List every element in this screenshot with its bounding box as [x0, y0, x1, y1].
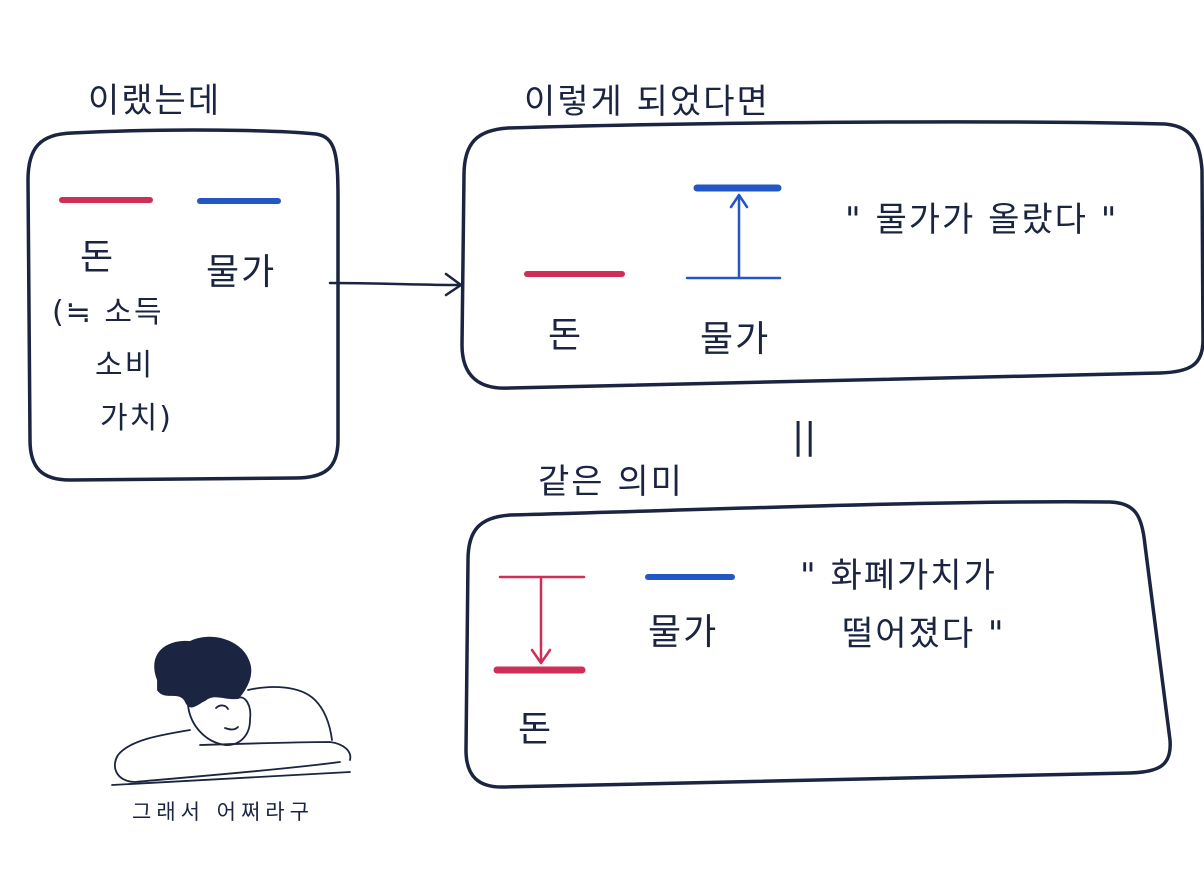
sad-person-icon [111, 636, 352, 786]
panel-after-title: 이렇게 되었다면 [524, 82, 770, 122]
money-label-before: 돈 [80, 237, 116, 278]
quote-same-line2: 떨어졌다 " [842, 614, 1006, 654]
quote-after: " 물가가 올랐다 " [845, 200, 1119, 240]
panel-after-box [460, 120, 1204, 390]
transition-arrow [328, 272, 463, 297]
panel-before-title: 이랬는데 [88, 81, 222, 121]
equals-mark: || [792, 416, 817, 457]
price-label-after: 물가 [700, 319, 771, 360]
character-caption: 그래서 어쩌라구 [132, 800, 314, 824]
money-down-arrow [530, 576, 552, 665]
quote-same-line1: " 화폐가치가 [800, 556, 997, 596]
price-label-same: 물가 [648, 612, 719, 653]
money-label-same: 돈 [518, 709, 554, 750]
panel-same-title: 같은 의미 [538, 462, 684, 502]
money-note-line1: (≒ 소득 [52, 295, 164, 330]
panel-same-box [464, 499, 1172, 789]
money-note-line3: 가치) [100, 401, 173, 436]
panel-before-box [26, 128, 340, 482]
price-label-before: 물가 [206, 252, 277, 293]
price-up-arrow [729, 193, 749, 279]
money-label-after: 돈 [548, 315, 584, 356]
money-note-line2: 소비 [95, 348, 155, 383]
